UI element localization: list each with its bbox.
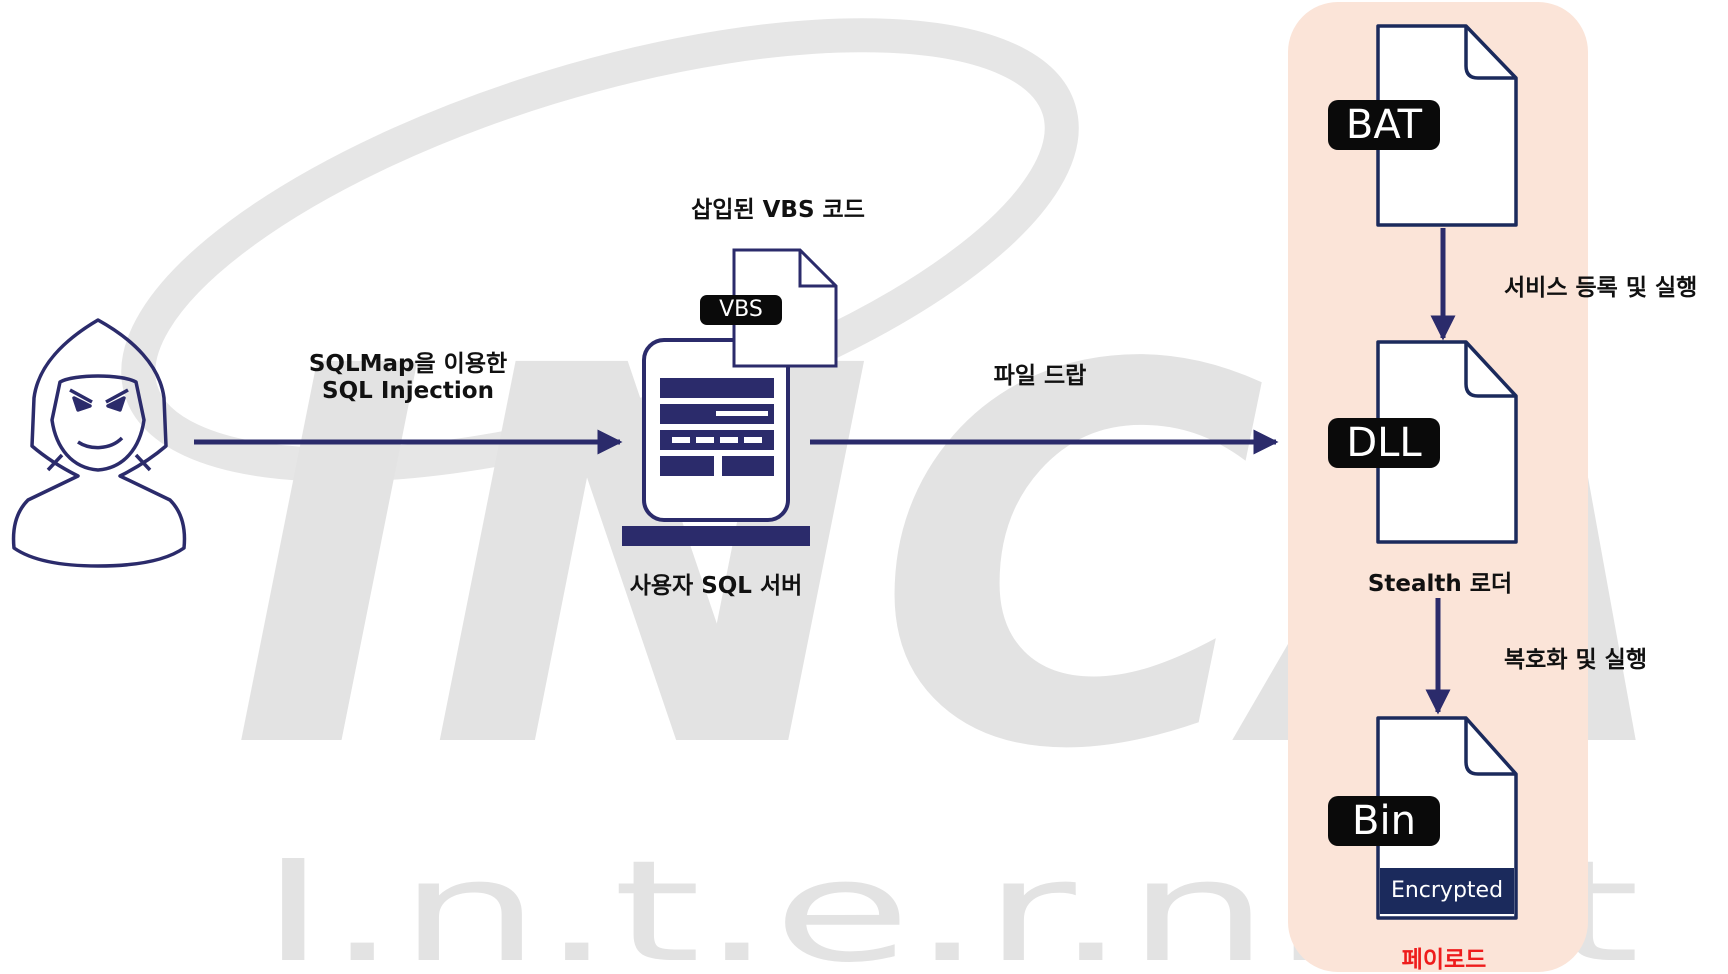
server-label: 사용자 SQL 서버 [629, 573, 803, 599]
vbs-tag: VBS [700, 295, 782, 325]
dll-caption: Stealth 로더 [1367, 571, 1513, 597]
dll-file-icon [1376, 340, 1518, 544]
sql-server-icon [622, 338, 810, 546]
register-label: 서비스 등록 및 실행 [1504, 275, 1698, 301]
payload-caption: 페이로드 [1401, 947, 1487, 973]
vbs-file-icon [732, 248, 838, 368]
injection-label-line1: SQLMap을 이용한 [308, 351, 508, 377]
injection-label: SQLMap을 이용한 SQL Injection [309, 344, 507, 404]
decrypt-label: 복호화 및 실행 [1504, 647, 1647, 673]
hooded-hacker-icon [11, 318, 187, 568]
injection-label-line2: SQL Injection [322, 378, 494, 404]
bin-tag: Bin [1328, 796, 1440, 846]
bat-file-icon [1376, 24, 1518, 227]
dll-tag: DLL [1328, 418, 1440, 468]
encrypted-band: Encrypted [1380, 868, 1514, 914]
vbs-caption: 삽입된 VBS 코드 [691, 197, 865, 223]
file-drop-label: 파일 드랍 [993, 363, 1087, 389]
bat-tag: BAT [1328, 100, 1440, 150]
